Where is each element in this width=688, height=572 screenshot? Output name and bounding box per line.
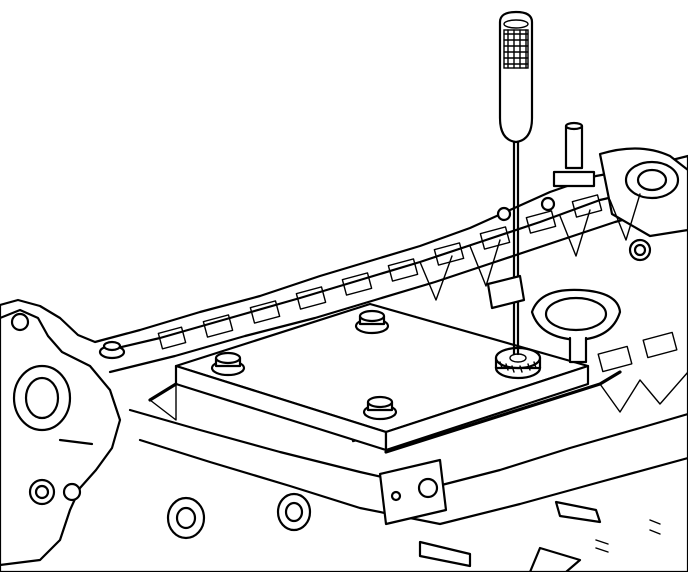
lower-studs — [418, 500, 661, 572]
plate-bolt-left — [210, 351, 246, 377]
bearing-bridges — [149, 193, 688, 421]
plate-bolt-rim — [98, 340, 126, 360]
plate-bolt-top — [354, 309, 390, 335]
stud-1 — [554, 500, 602, 524]
fixture-plate — [148, 302, 622, 454]
stud-2 — [418, 540, 472, 568]
plate-bolts — [98, 309, 398, 421]
probe-shaft — [512, 140, 520, 356]
front-bracket — [378, 458, 448, 526]
flange-bore-inner — [24, 376, 60, 420]
upright-fitting — [564, 124, 584, 170]
knurled-collar — [494, 346, 542, 380]
plate-bolt-front — [362, 395, 398, 421]
probe-knurl — [503, 29, 529, 69]
probe-tool — [498, 10, 534, 356]
stud-3 — [528, 546, 582, 572]
flange-bolt-hole — [10, 312, 30, 332]
port-cover — [530, 288, 622, 364]
plate-right-edge — [384, 364, 590, 452]
front-bosses — [166, 458, 448, 540]
rear-components — [486, 121, 688, 364]
left-end-flange — [0, 308, 122, 567]
